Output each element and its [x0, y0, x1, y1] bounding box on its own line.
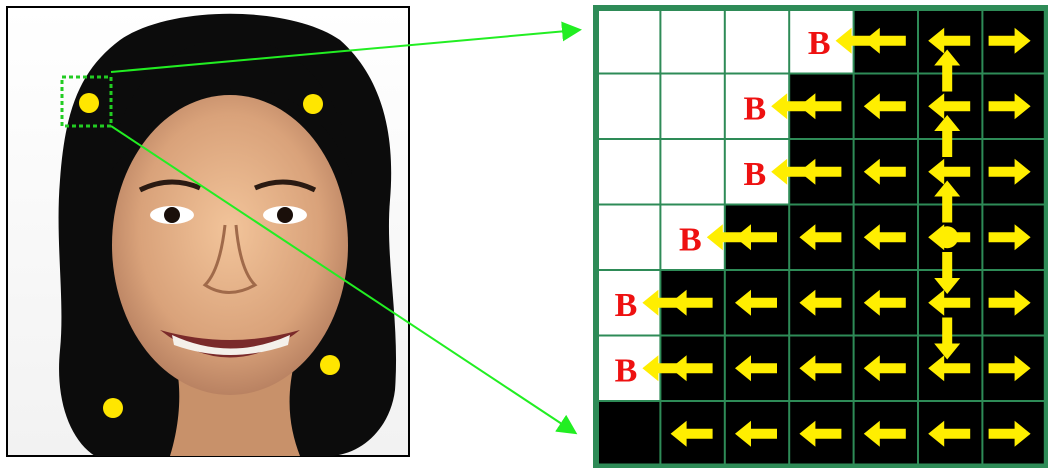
grid-cell [596, 204, 661, 270]
left-arrow-icon [863, 158, 906, 185]
left-arrow-icon [706, 224, 749, 251]
seed-point [79, 93, 99, 113]
nose-icon [202, 224, 258, 294]
left-arrow-icon [928, 27, 971, 54]
right-brow-icon [254, 179, 317, 193]
left-arrow-icon [835, 27, 878, 54]
left-arrow-icon [670, 420, 713, 447]
grid-cell [596, 73, 661, 139]
seed-point [936, 226, 959, 249]
down-arrow-icon [934, 252, 961, 294]
right-arrow-icon [988, 420, 1031, 447]
up-arrow-icon [934, 49, 961, 92]
seed-point [320, 355, 340, 375]
left-arrow-icon [799, 158, 842, 185]
boundary-label: B [743, 156, 766, 193]
left-arrow-icon [799, 355, 842, 382]
left-arrow-icon [799, 289, 842, 316]
grid-cell [660, 139, 725, 205]
grid-cell [596, 401, 661, 467]
left-arrow-icon [799, 224, 842, 251]
left-arrow-icon [735, 224, 777, 251]
left-arrow-icon [863, 93, 906, 120]
right-arrow-icon [988, 27, 1031, 54]
left-arrow-icon [928, 93, 971, 120]
left-arrow-icon [642, 289, 685, 316]
grid-cell [660, 73, 725, 139]
left-arrow-icon [670, 355, 713, 382]
left-arrow-icon [863, 355, 906, 382]
up-arrow-icon [934, 180, 961, 223]
left-arrow-icon [928, 158, 971, 185]
face-icon [112, 95, 348, 395]
left-arrow-icon [863, 420, 906, 447]
boundary-label: B [615, 287, 638, 324]
boundary-label: B [743, 90, 766, 127]
left-arrow-icon [928, 420, 971, 447]
left-arrow-icon [735, 355, 777, 382]
left-arrow-icon [863, 224, 906, 251]
grid-border [593, 5, 1048, 468]
left-arrow-icon [642, 355, 685, 382]
grid-cell [660, 8, 725, 74]
right-arrow-icon [988, 289, 1031, 316]
boundary-label: B [615, 352, 638, 389]
zoom-connector-top [110, 21, 582, 73]
zoom-connector-bottom [110, 125, 578, 435]
seed-point [103, 398, 123, 418]
boundary-label: B [679, 221, 702, 258]
right-arrow-icon [988, 93, 1031, 120]
grid-cell [596, 139, 661, 205]
down-arrow-icon [934, 317, 961, 360]
left-arrow-icon [863, 27, 906, 54]
right-arrow-icon [988, 355, 1031, 382]
left-arrow-icon [771, 158, 814, 185]
zoom-connectors [110, 21, 582, 435]
left-arrow-icon [799, 420, 842, 447]
grid-cell [724, 8, 790, 74]
left-arrow-icon [735, 420, 777, 447]
selection-box [60, 75, 113, 128]
left-arrow-icon [771, 93, 814, 120]
boundary-label: B [808, 25, 831, 62]
left-arrow-icon [735, 289, 777, 316]
right-arrow-icon [988, 158, 1031, 185]
left-brow-icon [138, 179, 201, 193]
right-arrow-icon [988, 224, 1031, 251]
up-arrow-icon [934, 115, 961, 157]
grid-cell [596, 8, 661, 74]
left-arrow-icon [928, 355, 971, 382]
left-arrow-icon [928, 289, 971, 316]
left-arrow-icon [863, 289, 906, 316]
fringe-icon [112, 38, 352, 175]
face-photo [6, 6, 410, 457]
left-arrow-icon [799, 93, 842, 120]
left-arrow-icon [670, 289, 713, 316]
seed-point [303, 94, 323, 114]
